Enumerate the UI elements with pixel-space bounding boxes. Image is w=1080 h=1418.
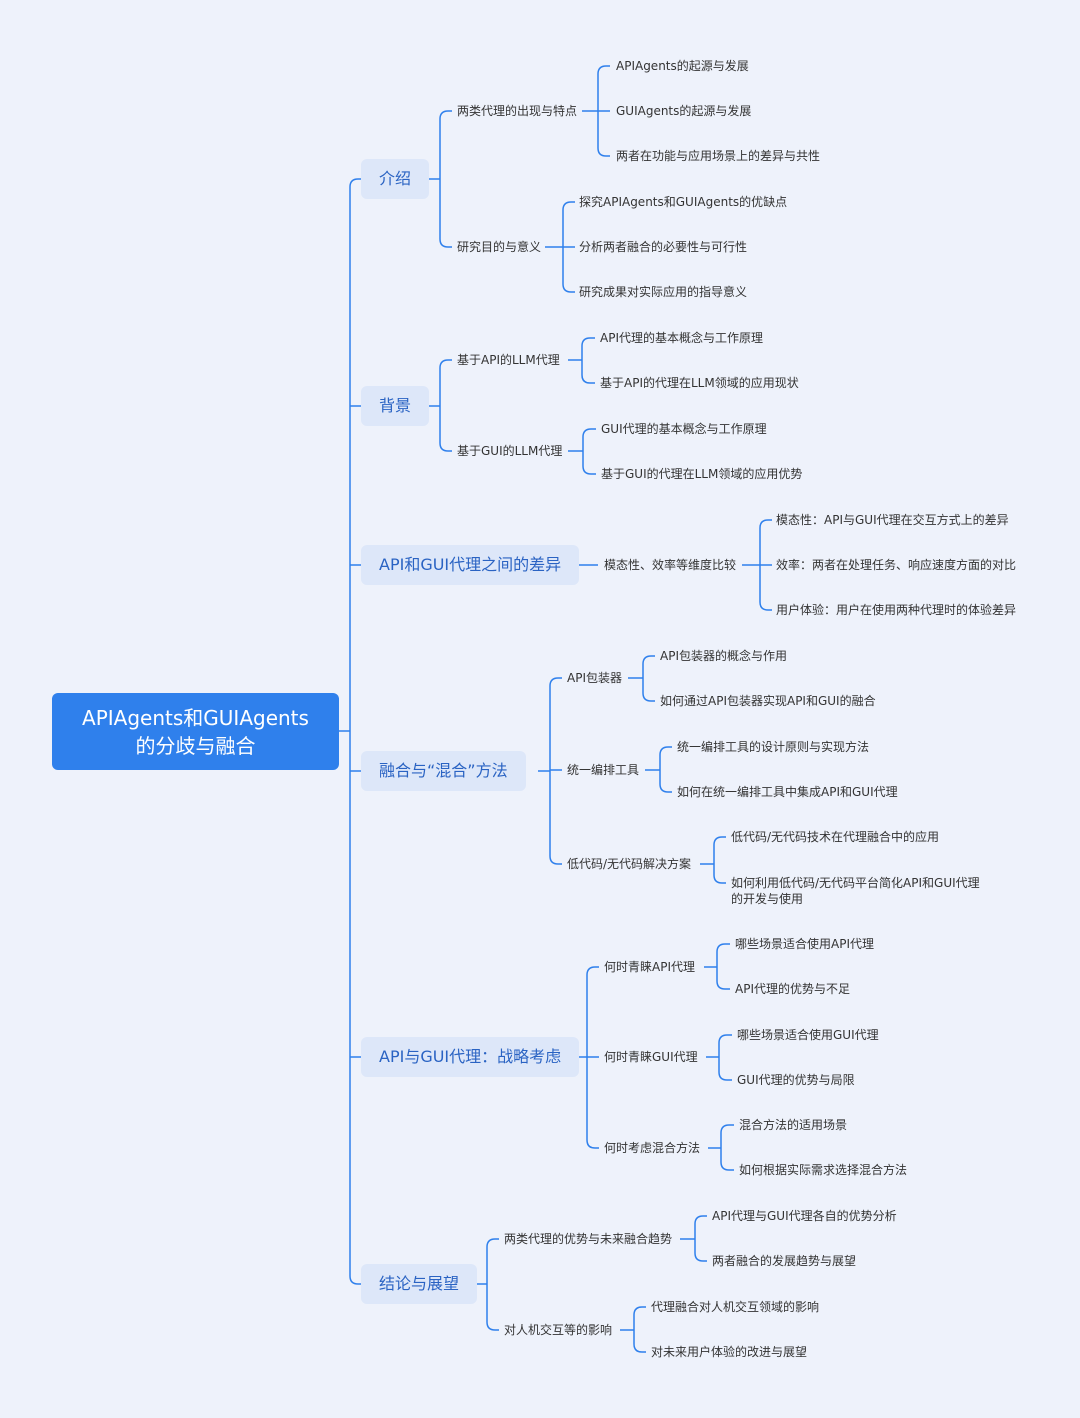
topic-low-code[interactable]: 低代码/无代码解决方案 bbox=[567, 857, 692, 871]
leaf-gui-origin[interactable]: GUIAgents的起源与发展 bbox=[616, 104, 752, 118]
leaf-fusion-necessity[interactable]: 分析两者融合的必要性与可行性 bbox=[579, 240, 748, 254]
leaf-hybrid-selection[interactable]: 如何根据实际需求选择混合方法 bbox=[739, 1163, 908, 1177]
connector-line bbox=[549, 677, 562, 687]
connector-line bbox=[486, 1321, 499, 1331]
connector-line bbox=[349, 178, 361, 188]
connector-line bbox=[581, 337, 595, 347]
section-fusion-hybrid[interactable]: 融合与“混合”方法 bbox=[361, 751, 526, 791]
leaf-hybrid-scenarios[interactable]: 混合方法的适用场景 bbox=[739, 1118, 848, 1132]
connector-line bbox=[759, 519, 772, 529]
topic-unified-orchestration[interactable]: 统一编排工具 bbox=[567, 763, 640, 777]
leaf-practical-guidance[interactable]: 研究成果对实际应用的指导意义 bbox=[579, 285, 748, 299]
section-strategy[interactable]: API与GUI代理：战略考虑 bbox=[361, 1037, 580, 1077]
connector-line bbox=[720, 1124, 734, 1134]
leaf-api-agent-concept[interactable]: API代理的基本概念与工作原理 bbox=[600, 331, 763, 345]
leaf-low-code-application[interactable]: 低代码/无代码技术在代理融合中的应用 bbox=[731, 830, 940, 844]
connector-line bbox=[549, 855, 562, 865]
leaf-modality[interactable]: 模态性：API与GUI代理在交互方式上的差异 bbox=[776, 513, 1009, 527]
connector-line bbox=[486, 1238, 499, 1248]
connector-line bbox=[659, 746, 672, 756]
leaf-low-code-simplify[interactable]: 如何利用低代码/无代码平台简化API和GUI代理的开发与使用 bbox=[731, 876, 980, 906]
root-title-line1: APIAgents和GUIAgents bbox=[82, 705, 309, 730]
connector-line bbox=[439, 359, 452, 369]
connector-line bbox=[720, 1161, 734, 1171]
topic-gui-llm-agent[interactable]: 基于GUI的LLM代理 bbox=[457, 444, 563, 458]
topic-future-trends[interactable]: 两类代理的优势与未来融合趋势 bbox=[504, 1232, 673, 1246]
leaf-gui-agent-concept[interactable]: GUI代理的基本概念与工作原理 bbox=[601, 422, 767, 436]
connector-line bbox=[718, 1034, 732, 1044]
leaf-wrapper-fusion[interactable]: 如何通过API包装器实现API和GUI的融合 bbox=[660, 694, 876, 708]
connector-line bbox=[581, 374, 595, 384]
leaf-wrapper-concept[interactable]: API包装器的概念与作用 bbox=[660, 649, 787, 663]
leaf-api-pros-cons[interactable]: API代理的优势与不足 bbox=[735, 982, 850, 996]
connector-line bbox=[439, 110, 452, 120]
connector-line bbox=[582, 465, 596, 475]
connector-line bbox=[597, 65, 610, 75]
topic-research-purpose[interactable]: 研究目的与意义 bbox=[457, 240, 542, 254]
connector-line bbox=[633, 1343, 646, 1353]
section-conclusion[interactable]: 结论与展望 bbox=[361, 1264, 478, 1304]
section-introduction[interactable]: 介绍 bbox=[361, 159, 430, 199]
connector-line bbox=[718, 1071, 732, 1081]
leaf-development-trend[interactable]: 两者融合的发展趋势与展望 bbox=[712, 1254, 857, 1268]
leaf-differences-commonalities[interactable]: 两者在功能与应用场景上的差异与共性 bbox=[616, 149, 821, 163]
connector-line bbox=[716, 980, 730, 990]
connector-line bbox=[633, 1306, 646, 1316]
leaf-api-agent-status[interactable]: 基于API的代理在LLM领域的应用现状 bbox=[600, 376, 799, 390]
leaf-efficiency[interactable]: 效率：两者在处理任务、响应速度方面的对比 bbox=[776, 558, 1017, 572]
topic-when-hybrid[interactable]: 何时考虑混合方法 bbox=[604, 1141, 701, 1155]
connector-line bbox=[586, 1139, 599, 1149]
leaf-orchestration-design[interactable]: 统一编排工具的设计原则与实现方法 bbox=[677, 740, 870, 754]
leaf-orchestration-integration[interactable]: 如何在统一编排工具中集成API和GUI代理 bbox=[677, 785, 898, 799]
leaf-gui-agent-advantages[interactable]: 基于GUI的代理在LLM领域的应用优势 bbox=[601, 467, 803, 481]
connector-line bbox=[694, 1215, 707, 1225]
topic-when-api[interactable]: 何时青睐API代理 bbox=[604, 960, 695, 974]
topic-api-llm-agent[interactable]: 基于API的LLM代理 bbox=[457, 353, 560, 367]
leaf-api-scenarios[interactable]: 哪些场景适合使用API代理 bbox=[735, 937, 874, 951]
connector-line bbox=[439, 442, 452, 452]
connector-line bbox=[713, 874, 726, 884]
topic-when-gui[interactable]: 何时青睐GUI代理 bbox=[604, 1050, 698, 1064]
connector-line bbox=[642, 692, 655, 702]
root-node[interactable]: APIAgents和GUIAgents 的分歧与融合 bbox=[52, 693, 339, 770]
connector-line bbox=[597, 147, 610, 157]
connector-line bbox=[694, 1252, 707, 1262]
connector-line bbox=[562, 201, 575, 211]
leaf-user-experience[interactable]: 用户体验：用户在使用两种代理时的体验差异 bbox=[776, 603, 1017, 617]
leaf-ux-improvement[interactable]: 对未来用户体验的改进与展望 bbox=[651, 1345, 808, 1359]
connector-line bbox=[759, 601, 772, 611]
leaf-gui-scenarios[interactable]: 哪些场景适合使用GUI代理 bbox=[737, 1028, 879, 1042]
connector-line bbox=[659, 783, 672, 793]
connector-line bbox=[562, 283, 575, 293]
leaf-advantage-analysis[interactable]: API代理与GUI代理各自的优势分析 bbox=[712, 1209, 897, 1223]
connector-line bbox=[642, 655, 655, 665]
leaf-api-origin[interactable]: APIAgents的起源与发展 bbox=[616, 59, 749, 73]
connector-line bbox=[439, 238, 452, 248]
connector-line bbox=[586, 966, 599, 976]
topic-emergence[interactable]: 两类代理的出现与特点 bbox=[457, 104, 578, 118]
section-differences[interactable]: API和GUI代理之间的差异 bbox=[361, 545, 580, 585]
connector-line bbox=[349, 1275, 361, 1285]
leaf-hci-influence[interactable]: 代理融合对人机交互领域的影响 bbox=[651, 1300, 820, 1314]
connector-line bbox=[716, 943, 730, 953]
connector-line bbox=[713, 836, 726, 846]
leaf-gui-pros-limits[interactable]: GUI代理的优势与局限 bbox=[737, 1073, 855, 1087]
leaf-pros-cons[interactable]: 探究APIAgents和GUIAgents的优缺点 bbox=[579, 195, 788, 209]
topic-dimension-comparison[interactable]: 模态性、效率等维度比较 bbox=[604, 558, 737, 572]
section-background[interactable]: 背景 bbox=[361, 386, 430, 426]
topic-hci-impact[interactable]: 对人机交互等的影响 bbox=[504, 1323, 613, 1337]
connector-line bbox=[582, 428, 596, 438]
root-title-line2: 的分歧与融合 bbox=[135, 733, 256, 758]
topic-api-wrapper[interactable]: API包装器 bbox=[567, 671, 622, 685]
